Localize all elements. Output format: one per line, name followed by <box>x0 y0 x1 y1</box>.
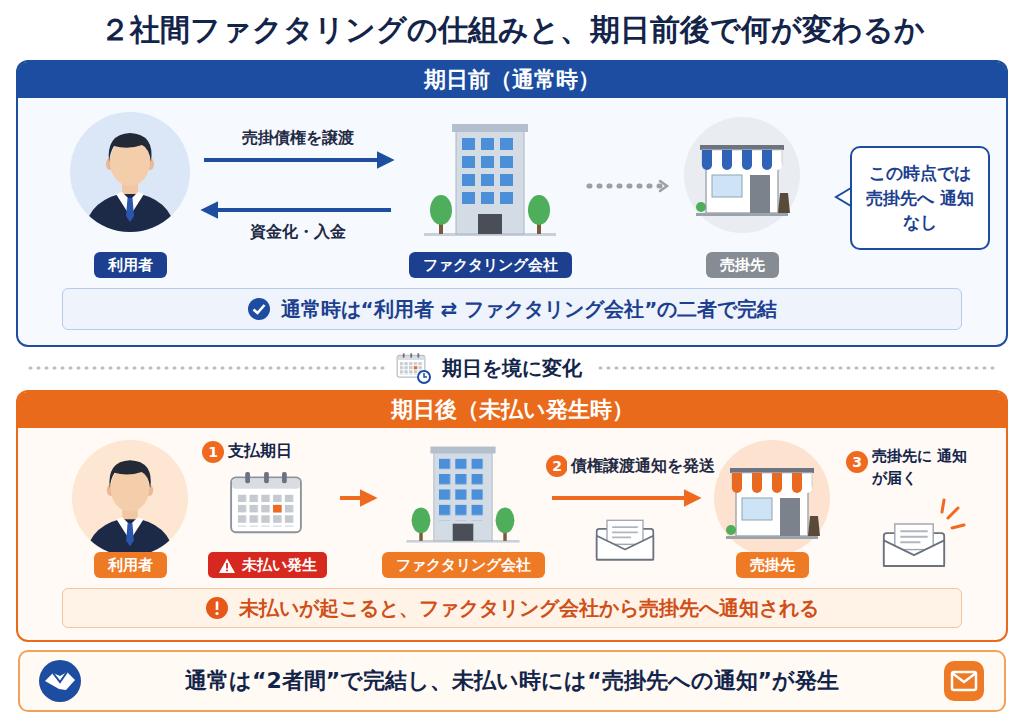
connector-arrow <box>204 208 391 212</box>
alert-icon <box>205 596 229 620</box>
person-figure <box>72 440 188 560</box>
clock-icon <box>418 371 430 383</box>
badge-text: 未払い発生 <box>242 555 317 575</box>
callout-bubble: この時点では 売掛先へ 通知なし <box>850 146 990 250</box>
mail-envelope <box>952 672 976 690</box>
divider-line <box>30 367 385 370</box>
connector-arrow <box>340 496 374 500</box>
connector-arrow <box>589 184 668 189</box>
panel-ground <box>18 392 1006 640</box>
shop-figure <box>684 117 800 233</box>
clock-hand <box>424 373 427 377</box>
name-tag: 売掛先 <box>706 252 779 278</box>
handshake-icon <box>38 659 82 703</box>
actor-figure: 利用者 <box>60 438 200 578</box>
divider-line <box>600 367 995 370</box>
note-bar: 未払いが起こると、ファクタリング会社から売掛先へ通知される <box>62 588 962 628</box>
calendar-figure <box>231 472 301 532</box>
callout-number: 2 <box>546 455 568 477</box>
alert-rays <box>942 500 964 528</box>
shop-figure <box>714 440 830 556</box>
company-figure: ファクタリング会社 <box>378 438 548 578</box>
check-mark <box>253 305 264 313</box>
customer-figure: 売掛先 <box>672 108 812 278</box>
divider-label: 期日を境に変化 <box>436 355 588 381</box>
note-text: 通常時は“利用者 ⇄ ファクタリング会社”の二者で完結 <box>281 296 778 323</box>
company-figure: ファクタリング会社 <box>395 108 585 278</box>
mail-icon <box>942 659 986 703</box>
edge-label: 債権譲渡通知を発送 <box>567 455 719 477</box>
panel-header: 期日前（通常時） <box>18 62 1006 98</box>
diagram-title: ２社間ファクタリングの仕組みと、期日前後で何が変わるか <box>0 10 1024 51</box>
edge-label: 売掛債権を譲渡 <box>238 127 358 149</box>
warning-bar <box>226 563 228 569</box>
name-tag: ファクタリング会社 <box>409 252 572 278</box>
name-tag: 売掛先 <box>736 552 809 578</box>
mail-flap <box>952 673 976 682</box>
mail-ground <box>944 661 984 701</box>
panel-ground <box>18 62 1006 345</box>
step-heading: 支払期日 <box>228 440 292 462</box>
check-circle <box>248 298 270 320</box>
connector-arrow <box>552 496 698 500</box>
handshake-hands <box>45 672 75 690</box>
name-tag: 利用者 <box>94 252 167 278</box>
callout-number: 3 <box>846 451 868 473</box>
customer-figure: 売掛先 <box>702 438 842 578</box>
warning-badge: 未払い発生 <box>208 552 327 578</box>
warning-icon <box>218 557 236 574</box>
callout-number: 1 <box>202 441 224 463</box>
check-icon <box>247 297 271 321</box>
note-bar: 通常時は“利用者 ⇄ ファクタリング会社”の二者で完結 <box>62 288 962 330</box>
summary-text: 通常は“2者間”で完結し、未払い時には“売掛先への通知”が発生 <box>185 666 839 696</box>
handshake-line <box>53 672 67 682</box>
name-tag: 利用者 <box>94 552 167 578</box>
edge-label: 資金化・入金 <box>246 221 350 243</box>
envelope-figure <box>884 524 944 566</box>
note-text: 未払いが起こると、ファクタリング会社から売掛先へ通知される <box>239 595 819 622</box>
alert-circle <box>206 597 228 619</box>
panel-header: 期日後（未払い発生時） <box>18 392 1006 428</box>
alert-bar <box>216 602 219 611</box>
summary-bar: 通常は“2者間”で完結し、未払い時には“売掛先への通知”が発生 <box>18 650 1006 712</box>
warning-triangle <box>219 558 235 573</box>
panel: 期日後（未払い発生時） 利用者 支払期日未払い発生 ファクタリング会社 売掛先未払いが起… <box>18 392 1006 640</box>
person-figure <box>70 112 190 236</box>
building-figure <box>406 447 519 543</box>
warning-dot <box>226 569 228 571</box>
callout-text: この時点では 売掛先へ 通知なし <box>864 161 976 235</box>
building-figure <box>424 124 556 236</box>
panel: 期日前（通常時） 利用者 ファクタリング会社 売掛先 この時点では 売掛先へ 通知なし通… <box>18 62 1006 345</box>
actor-figure: 利用者 <box>60 108 200 278</box>
step-note: 売掛先に 通知が届く <box>872 446 968 490</box>
handshake-circle <box>39 660 81 702</box>
alert-dot <box>215 612 218 615</box>
callout-tail <box>836 188 851 206</box>
name-tag: ファクタリング会社 <box>382 552 545 578</box>
envelope-figure <box>597 520 654 559</box>
connector-arrow <box>204 158 391 162</box>
